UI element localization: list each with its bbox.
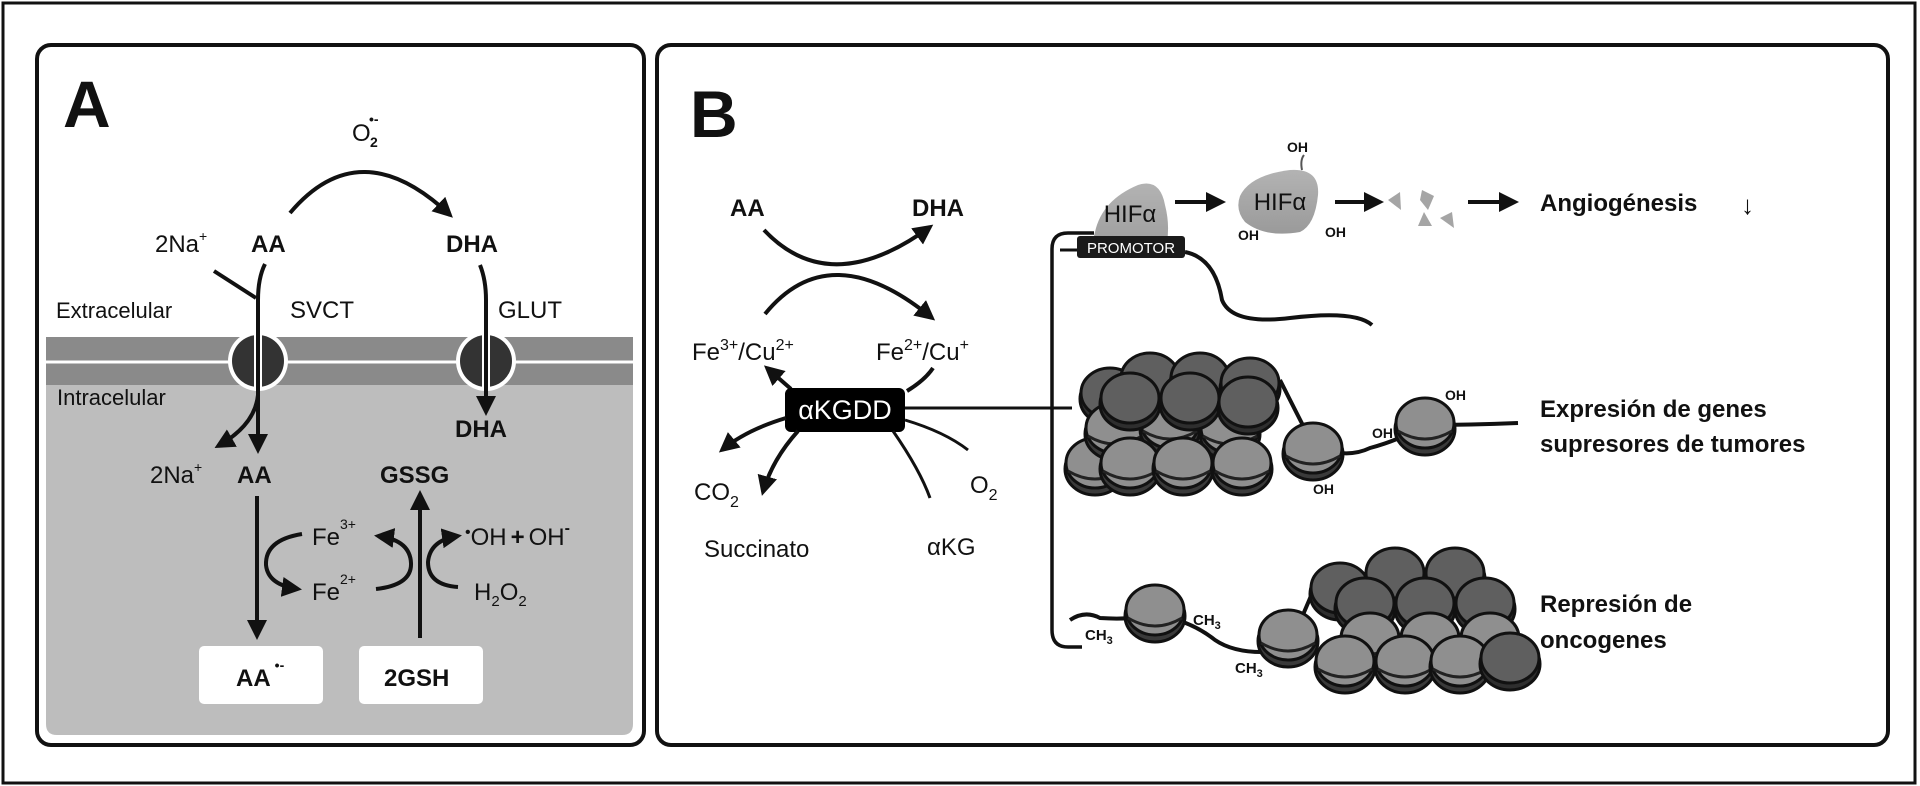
aa-label-b: AA <box>730 195 765 222</box>
nucleosome-methylated-2 <box>1256 608 1320 669</box>
hydrogen-peroxide: H2O2 <box>474 579 527 610</box>
oncogene-label-line2: oncogenes <box>1540 627 1667 654</box>
aa-uptake-arrow <box>248 263 268 454</box>
hif-hydroxyl-top: OH <box>1287 139 1308 155</box>
hif-pathway: PROMOTOR HIFα HIFα OH OH OH Angiogénesis… <box>1060 139 1754 327</box>
panel-b: B AA DHA Fe3+/Cu2+ Fe2+/Cu+ αKGDD CO2 O2… <box>655 43 1890 747</box>
metal-reduction-arrow <box>763 273 936 321</box>
aa-extracellular: AA <box>251 231 286 258</box>
methyl-mark-3: CH3 <box>1235 660 1263 680</box>
hydroxyl-products: •OH+OH- <box>465 520 570 551</box>
akgdd-enzyme-box <box>785 388 905 432</box>
nucleosome-open-1 <box>1281 421 1345 482</box>
svct-label: SVCT <box>290 297 354 324</box>
aa-oxidation-arrow-b <box>762 224 934 267</box>
gsh-box <box>359 646 483 704</box>
glut-label: GLUT <box>498 297 562 324</box>
panel-a-label: A <box>63 67 111 141</box>
succinate-release-arrow <box>757 429 800 496</box>
methyl-mark-1: CH3 <box>1085 627 1113 647</box>
histone-hydroxyl-2: OH <box>1372 425 1393 441</box>
dha-uptake-arrow <box>476 264 496 416</box>
svg-text:•-: •- <box>369 111 379 127</box>
co2-label: CO2 <box>694 479 739 511</box>
hif-hydroxyl-left: OH <box>1238 227 1259 243</box>
superoxide-label: O 2 •- <box>352 111 379 150</box>
intracellular-label: Intracelular <box>57 385 166 410</box>
nucleosome-methylated-1 <box>1123 583 1187 644</box>
iron-3-label: Fe3+ <box>312 516 356 551</box>
methyl-mark-2: CH3 <box>1193 612 1221 632</box>
sodium-extracellular: 2Na+ <box>155 228 207 258</box>
hif-protein-hydroxylated <box>1238 169 1319 234</box>
sodium-entry-line <box>212 269 258 300</box>
dha-intracellular: DHA <box>455 416 507 443</box>
histone-hydroxyl-3: OH <box>1445 387 1466 403</box>
dha-extracellular: DHA <box>446 231 498 258</box>
nucleosome-open-2 <box>1393 396 1457 457</box>
promoter-label: PROMOTOR <box>1087 240 1175 257</box>
akgdd-label: αKGDD <box>798 395 892 425</box>
metal-oxidized-label: Fe3+/Cu2+ <box>692 337 794 366</box>
succinate-label: Succinato <box>704 536 809 563</box>
hif-fragments <box>1388 190 1454 228</box>
sodium-intracellular: 2Na+ <box>150 459 202 489</box>
oxidation-arrow <box>288 170 453 218</box>
dha-label-b: DHA <box>912 195 964 222</box>
chromatin-open: OH OH OH Expresión de genes supresores d… <box>1063 351 1805 497</box>
o2-binding-line <box>904 418 969 452</box>
promoter-box <box>1077 236 1185 258</box>
panel-a: A O 2 •- 2Na+ AA DHA Extracelular Intrac… <box>35 43 646 747</box>
heterochromatin-cluster-1 <box>1063 351 1282 497</box>
svg-text:2: 2 <box>370 134 378 150</box>
akg-binding-line <box>891 430 932 499</box>
ascorbyl-radical-label: AA•- <box>236 657 285 692</box>
akg-label: αKG <box>927 534 976 561</box>
angiogenesis-label: Angiogénesis <box>1540 190 1697 217</box>
histone-hydroxyl-1: OH <box>1313 481 1334 497</box>
gsh-label: 2GSH <box>384 665 449 692</box>
iron-2-label: Fe2+ <box>312 571 356 606</box>
fenton-arrow <box>425 528 462 589</box>
extracellular-label: Extracelular <box>56 298 172 323</box>
decrease-arrow-icon: ↓ <box>1741 190 1754 220</box>
metal-reduced-label: Fe2+/Cu+ <box>876 337 969 366</box>
ascorbyl-radical-box <box>199 646 323 704</box>
o2-label: O2 <box>970 472 998 504</box>
gssg-label: GSSG <box>380 462 449 489</box>
hif-label-1: HIFα <box>1104 201 1157 228</box>
dna-strand-hif <box>1184 250 1374 327</box>
metal-binding-line <box>905 366 935 393</box>
sodium-release-arrow <box>214 394 260 448</box>
cytoplasm-region <box>46 385 633 735</box>
iron-reduction-arrow <box>263 532 303 597</box>
tumor-suppressor-label-line2: supresores de tumores <box>1540 431 1805 458</box>
svg-text:O: O <box>352 120 371 147</box>
iron-oxidation-arrow <box>374 528 413 591</box>
tumor-suppressor-label-line1: Expresión de genes <box>1540 396 1767 423</box>
hif-hydroxyl-right: OH <box>1325 224 1346 240</box>
co2-release-arrow <box>718 416 787 453</box>
panel-b-label: B <box>690 77 738 151</box>
aa-intracellular: AA <box>237 462 272 489</box>
chromatin-methylated: CH3 CH3 CH3 Represión de oncogenes <box>1068 546 1692 695</box>
oncogene-label-line1: Represión de <box>1540 591 1692 618</box>
target-bracket <box>1050 231 1094 649</box>
metal-release-arrow <box>763 365 793 391</box>
hif-label-2: HIFα <box>1254 189 1307 216</box>
